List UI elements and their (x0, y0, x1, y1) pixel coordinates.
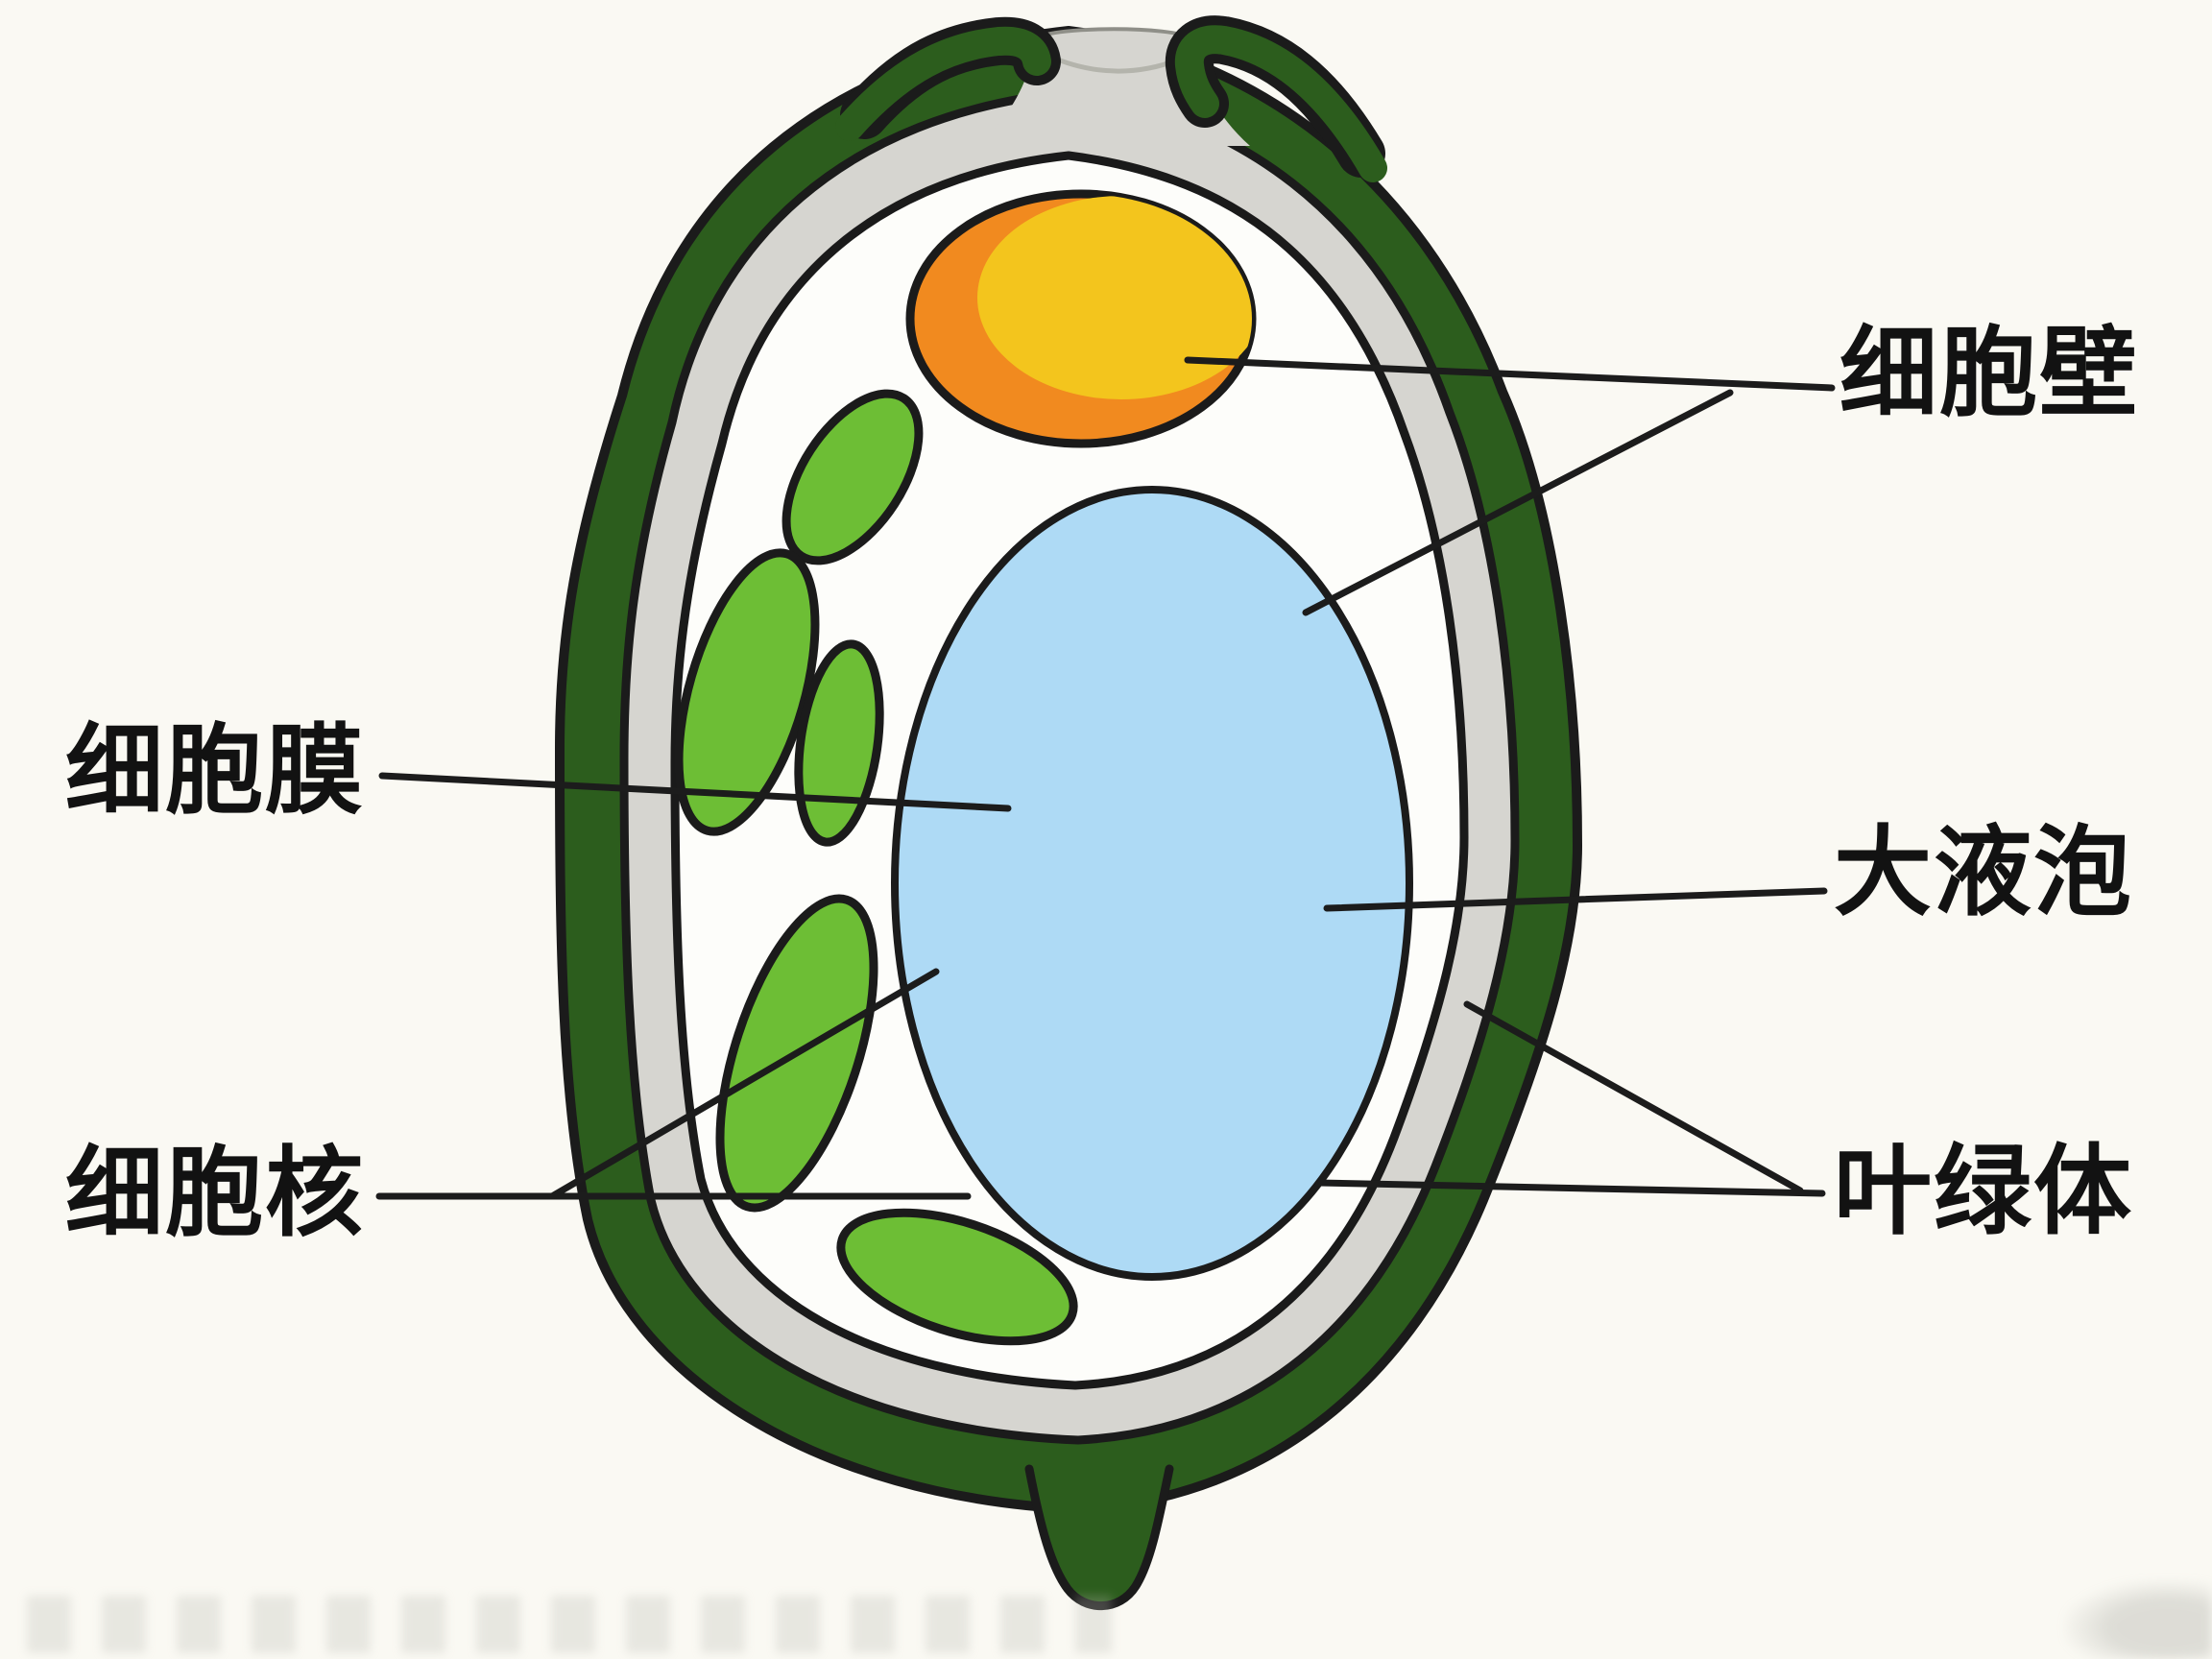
wall-left-curl (835, 26, 1051, 141)
wall-neck-notch-line (1046, 53, 1182, 74)
vacuole-leader-line (1323, 887, 1828, 912)
label-cell-membrane: 细胞膜 (65, 718, 365, 827)
vacuole-body (891, 486, 1413, 1281)
chloroplast-2 (674, 548, 820, 836)
nucleus-leader-line-2 (548, 968, 940, 1200)
cell-wall-bottom-stub (1029, 1469, 1169, 1606)
label-chloroplast: 叶绿体 (1834, 1139, 2133, 1247)
chloroplast-leader-line-2 (1315, 1179, 1826, 1197)
label-cell-wall: 细胞壁 (1839, 321, 2139, 429)
label-vacuole: 大液泡 (1834, 820, 2133, 928)
cell-wall-bottom-stub-outline (1024, 1464, 1174, 1611)
cell-wall-leader-line-1 (1184, 356, 1836, 392)
nucleus-highlight (977, 196, 1252, 399)
wall-right-curl (1174, 25, 1387, 182)
cell-wall-leader-line-2 (1302, 389, 1734, 616)
chloroplast-3 (794, 639, 884, 847)
chloroplast-1 (781, 389, 924, 565)
label-nucleus: 细胞核 (65, 1141, 365, 1249)
cell-membrane-leader-line (378, 772, 1012, 812)
chloroplast-5 (836, 1208, 1078, 1346)
chloroplast-leader-line-1 (1463, 1000, 1804, 1194)
